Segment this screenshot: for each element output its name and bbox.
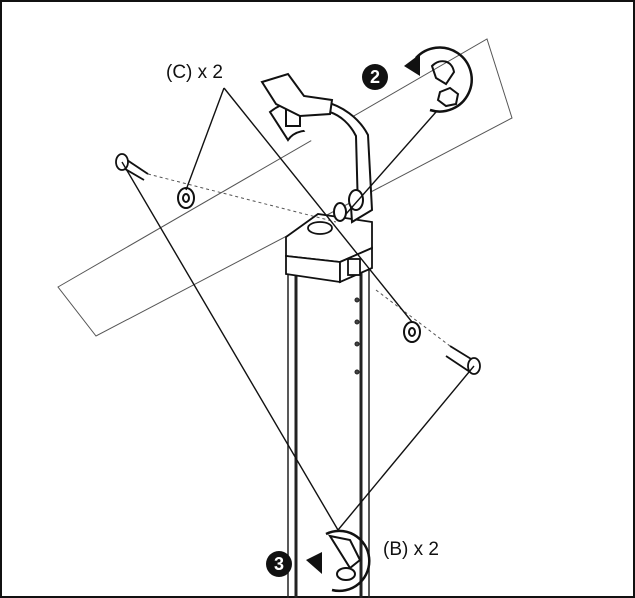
wing-knob [260,72,334,127]
washer-left [177,187,195,209]
bolt-callout-label: (B) x 2 [383,539,439,560]
bolt-leader-lines [121,161,475,531]
bolt-right [445,345,481,375]
step-2-leader [345,111,437,215]
bolt-left [115,153,149,181]
tighten-bolt-icon [306,529,371,593]
step-3-badge: 3 [266,551,292,577]
assembly-paths [147,173,451,347]
washer-leader-lines [185,87,413,323]
washer-callout-label: (C) x 2 [166,62,223,83]
washer-right [403,321,421,343]
step-2-badge: 2 [362,64,388,90]
tighten-nut-icon [404,46,473,113]
clamp-block [285,213,373,284]
stand-tube [287,258,370,598]
